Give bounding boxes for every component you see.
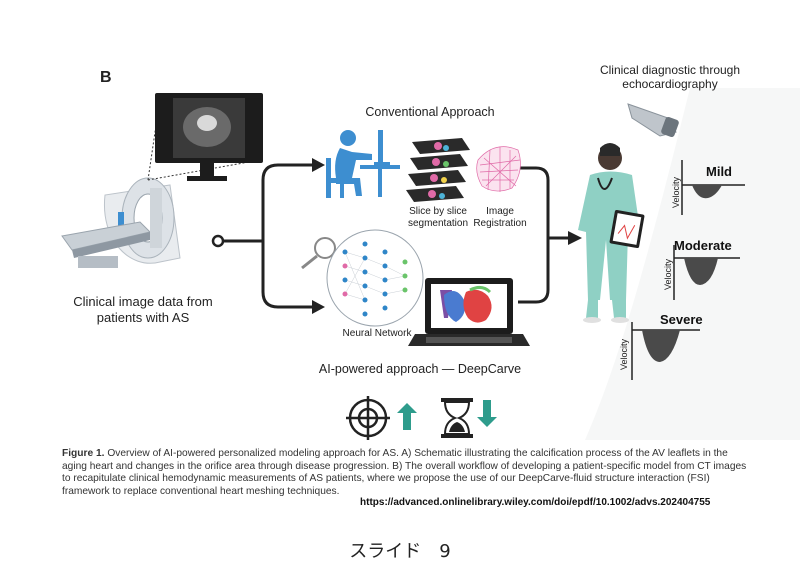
velocity-axis-moderate: Velocity: [663, 258, 673, 290]
figure-label: Figure 1.: [62, 448, 105, 459]
monitor-icon: [155, 93, 263, 181]
neural-network-icon: [326, 229, 424, 327]
ct-scanner-icon: [61, 177, 181, 268]
velocity-axis-mild: Velocity: [671, 176, 681, 208]
echocardiography-title: Clinical diagnostic through echocardiogr…: [599, 63, 741, 91]
severity-moderate: Moderate: [674, 238, 732, 253]
velocity-axis-severe: Velocity: [619, 338, 629, 370]
neural-network-label: Neural Network: [342, 328, 412, 339]
flow-branch: [222, 163, 570, 309]
doppler-severe: [631, 322, 700, 380]
segmentation-slices-icon: [406, 138, 470, 202]
image-registration-icon: [476, 146, 521, 192]
deepcarve-title: AI-powered approach — DeepCarve: [318, 362, 522, 376]
arrow-up-icon: [397, 403, 417, 430]
panel-label: B: [100, 69, 112, 86]
target-icon: [346, 396, 390, 440]
slice-segmentation-label: Slice by slice segmentation: [407, 206, 469, 229]
source-url[interactable]: https://advanced.onlinelibrary.wiley.com…: [360, 497, 711, 508]
laptop-heart-icon: [408, 278, 530, 346]
doppler-moderate: [673, 245, 740, 300]
severity-severe: Severe: [660, 312, 703, 327]
severity-mild: Mild: [706, 164, 732, 179]
hourglass-icon: [441, 398, 473, 438]
clinical-image-caption: Clinical image data from patients with A…: [73, 294, 213, 325]
image-registration-label: Image Registration: [473, 206, 527, 229]
magnifier-icon: [301, 237, 336, 270]
slide-number: スライド 9: [349, 541, 451, 562]
doppler-mild: [681, 160, 745, 215]
arrow-down-icon: [477, 400, 497, 427]
doctor-icon: [578, 143, 645, 323]
figure-caption: Figure 1. Overview of AI-powered persona…: [62, 448, 752, 498]
ultrasound-probe-icon: [627, 103, 679, 138]
conventional-approach-title: Conventional Approach: [365, 105, 495, 119]
figure-caption-text: Overview of AI-powered personalized mode…: [62, 448, 747, 497]
desk-worker-icon: [326, 130, 400, 198]
